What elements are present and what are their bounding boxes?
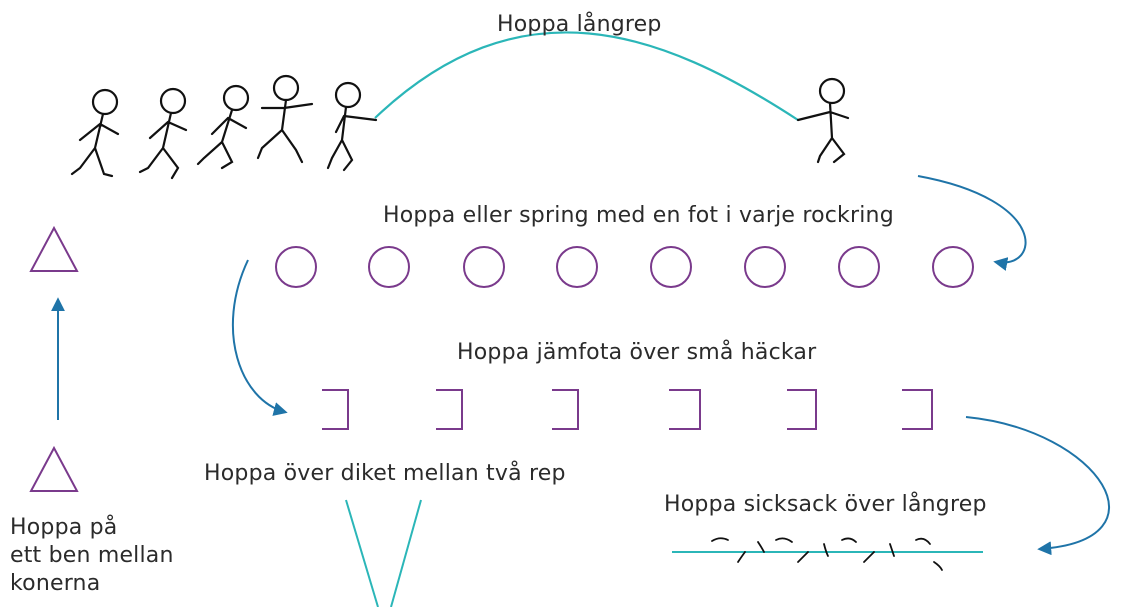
hoop bbox=[275, 246, 317, 288]
arrow-to-zigzag bbox=[965, 416, 1110, 556]
hoops-row bbox=[275, 246, 974, 288]
label-cones-line2: ett ben mellan bbox=[10, 543, 174, 568]
stick-figure-5 bbox=[326, 81, 378, 172]
ditch-rope-left bbox=[345, 499, 379, 607]
label-cones-line1: Hoppa på bbox=[10, 515, 118, 540]
hurdle bbox=[787, 389, 817, 430]
hoop bbox=[556, 246, 598, 288]
label-hoops: Hoppa eller spring med en fot i varje ro… bbox=[383, 203, 894, 228]
hurdle bbox=[436, 389, 463, 430]
stick-figure-3 bbox=[196, 84, 250, 170]
stick-figure-rope-turner bbox=[796, 77, 850, 164]
hurdles-row bbox=[322, 389, 933, 430]
label-ditch: Hoppa över diket mellan två rep bbox=[204, 461, 566, 486]
hurdle bbox=[902, 389, 933, 430]
arrow-to-hurdles bbox=[231, 259, 288, 416]
label-zigzag: Hoppa sicksack över långrep bbox=[664, 492, 987, 517]
label-jump-long-rope: Hoppa långrep bbox=[497, 12, 662, 37]
long-rope-arc bbox=[374, 31, 799, 121]
stick-figure-2 bbox=[138, 87, 188, 180]
label-hurdles: Hoppa jämfota över små häckar bbox=[457, 340, 817, 365]
zigzag-marks bbox=[711, 537, 943, 571]
hoop bbox=[650, 246, 692, 288]
hoop bbox=[838, 246, 880, 288]
hoop bbox=[368, 246, 410, 288]
stick-figure-4 bbox=[256, 74, 314, 164]
arrow-to-hoops bbox=[917, 175, 1027, 271]
cone-top bbox=[29, 225, 79, 272]
ditch-rope-right bbox=[390, 499, 422, 607]
hoop bbox=[932, 246, 974, 288]
hoop bbox=[463, 246, 505, 288]
hurdle bbox=[322, 389, 349, 430]
label-cones: Hoppa på ett ben mellan konerna bbox=[10, 514, 174, 598]
stick-figure-1 bbox=[70, 88, 120, 178]
hurdle bbox=[552, 389, 579, 430]
label-cones-line3: konerna bbox=[10, 571, 101, 596]
hoop bbox=[744, 246, 786, 288]
hurdle bbox=[669, 389, 701, 430]
cone-bottom bbox=[29, 445, 79, 492]
